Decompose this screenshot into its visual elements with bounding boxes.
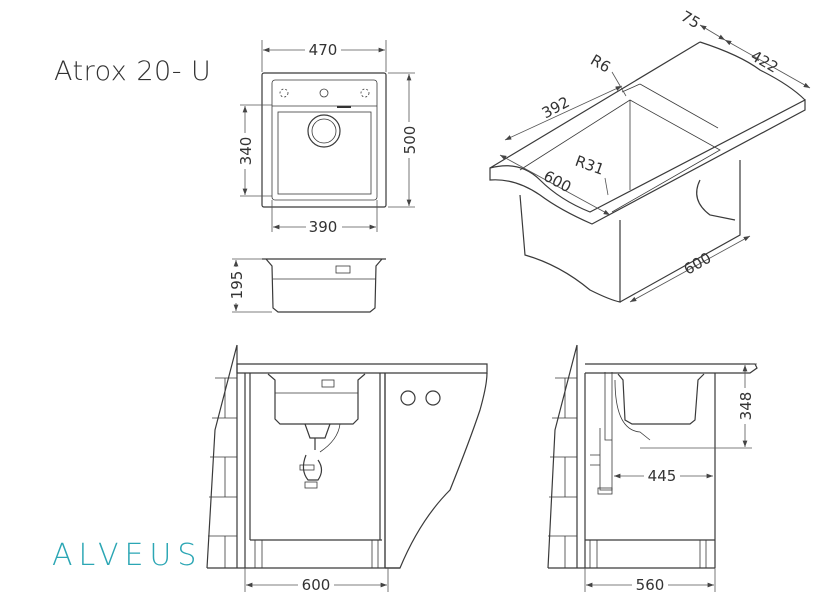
front-install-view: 600 (206, 344, 488, 594)
product-title: Atrox 20- U (54, 56, 212, 87)
section-view: 195 (227, 258, 386, 313)
dim-iso-392: 392 (539, 93, 573, 122)
dim-side-445: 445 (648, 467, 677, 485)
dim-500: 500 (401, 126, 419, 155)
side-install-view: 348 445 560 (547, 344, 758, 594)
dim-iso-600-cabinet: 600 (681, 249, 715, 279)
iso-view: 600 600 392 R6 R31 75 422 (489, 7, 811, 303)
dim-side-348: 348 (737, 392, 755, 421)
dim-iso-75: 75 (678, 7, 704, 32)
dim-195: 195 (228, 271, 246, 300)
dim-side-560: 560 (636, 576, 665, 594)
top-view: 470 500 340 390 (236, 40, 419, 236)
dim-iso-600-front: 600 (540, 167, 574, 196)
dim-340: 340 (237, 137, 255, 166)
dim-390: 390 (309, 218, 338, 236)
brand-logo: ALVEUS (52, 538, 203, 573)
dim-470: 470 (309, 41, 338, 59)
dim-iso-r6: R6 (587, 51, 613, 77)
dim-front-600: 600 (302, 576, 331, 594)
dim-iso-r31: R31 (573, 152, 607, 179)
